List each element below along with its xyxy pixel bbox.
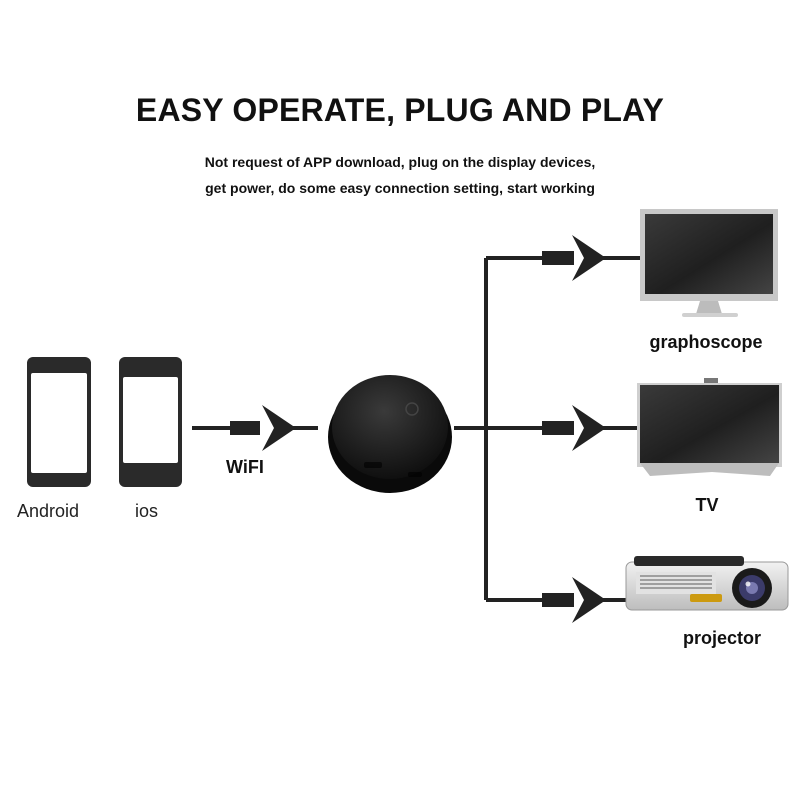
projector-label: projector <box>682 628 761 648</box>
monitor-label: graphoscope <box>649 332 763 352</box>
wireless-dongle <box>328 375 452 493</box>
projector-icon <box>625 556 789 611</box>
android-label: Android <box>17 501 80 521</box>
subtitle-line-1: Not request of APP download, plug on the… <box>204 154 596 170</box>
subtitle-line-2: get power, do some easy connection setti… <box>205 180 595 196</box>
output-arrows <box>542 235 606 623</box>
tv-icon <box>637 378 782 476</box>
ios-label: ios <box>135 501 159 521</box>
wifi-arrow <box>192 405 318 451</box>
monitor-icon <box>640 209 778 317</box>
wifi-label: WiFI <box>226 457 264 477</box>
ios-phone-icon <box>119 357 182 487</box>
page-title: EASY OPERATE, PLUG AND PLAY <box>135 92 665 128</box>
tv-label: TV <box>695 495 719 515</box>
android-phone-icon <box>27 357 91 487</box>
